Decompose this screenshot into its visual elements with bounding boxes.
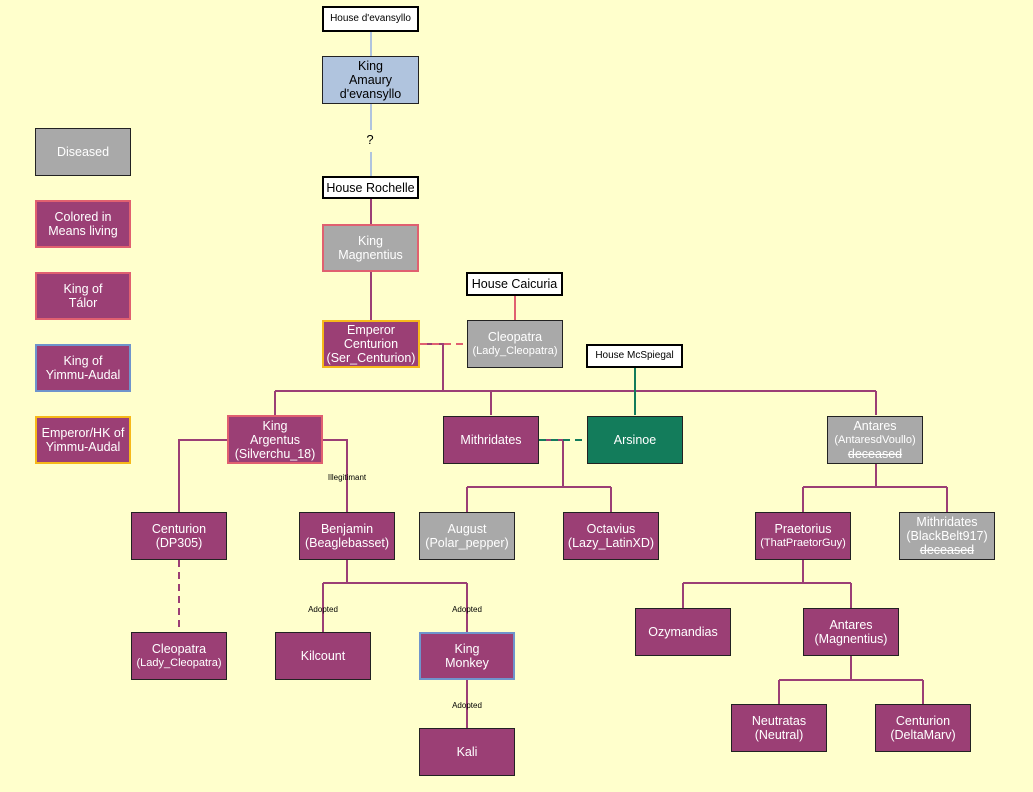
praetorius-line1: Praetorius <box>774 522 832 536</box>
king-argentus-line1: King <box>262 418 288 433</box>
centurion-deltamarv-line1: Centurion <box>895 714 951 728</box>
august-line1: August <box>447 522 487 536</box>
legend-king-yimmu: King of Yimmu-Audal <box>35 344 131 392</box>
legend-king-yimmu-line1: King of <box>63 354 103 368</box>
node-neutratas: Neutratas (Neutral) <box>731 704 827 752</box>
house-devansyllo-text: House d'evansyllo <box>330 13 411 24</box>
emperor-centurion-line2: Centurion <box>343 337 399 351</box>
antares-deceased-line2: (AntaresdVoullo) <box>834 434 916 446</box>
node-king-amaury: King Amaury d'evansyllo <box>322 56 419 104</box>
house-caicuria: House Caicuria <box>466 272 563 296</box>
benjamin-line1: Benjamin <box>320 522 374 536</box>
cleopatra-lady-line1: Cleopatra <box>151 642 207 656</box>
antares-magnentius-line2: (Magnentius) <box>814 632 888 646</box>
node-antares-magnentius: Antares (Magnentius) <box>803 608 899 656</box>
node-ozymandias: Ozymandias <box>635 608 731 656</box>
house-rochelle-text: House Rochelle <box>326 180 415 195</box>
antares-magnentius-line1: Antares <box>829 618 873 632</box>
mithridates-line1: Mithridates <box>460 433 522 447</box>
centurion-deltamarv-line2: (DeltaMarv) <box>890 728 956 742</box>
legend-diseased: Diseased <box>35 128 131 176</box>
octavius-line2: (Lazy_LatinXD) <box>567 536 655 550</box>
house-mcspiegal: House McSpiegal <box>586 344 683 368</box>
kilcount-line1: Kilcount <box>300 649 346 663</box>
adopted-label-kilcount: Adopted <box>308 605 338 614</box>
house-caicuria-text: House Caicuria <box>471 277 558 291</box>
node-king-magnentius: King Magnentius <box>322 224 419 272</box>
legend-living-line1: Colored in <box>54 210 112 224</box>
antares-deceased-line3: deceased <box>847 447 903 461</box>
node-arsinoe: Arsinoe <box>587 416 683 464</box>
legend-living-line2: Means living <box>48 224 118 238</box>
node-cleopatra-caicuria: Cleopatra (Lady_Cleopatra) <box>467 320 563 368</box>
king-argentus-line3: (Silverchu_18) <box>234 446 316 461</box>
node-kali: Kali <box>419 728 515 776</box>
august-line2: (Polar_pepper) <box>425 536 509 550</box>
kali-line1: Kali <box>456 745 478 759</box>
house-devansyllo: House d'evansyllo <box>322 6 419 32</box>
king-monkey-line1: King <box>454 642 480 656</box>
king-amaury-line2: Amaury <box>348 73 393 87</box>
illegitimate-label: Illegitimant <box>327 473 367 482</box>
king-amaury-line3: d'evansyllo <box>339 87 402 101</box>
centurion-dp305-line2: (DP305) <box>155 536 203 550</box>
node-centurion-deltamarv: Centurion (DeltaMarv) <box>875 704 971 752</box>
mithridates-deceased-line2: (BlackBelt917) <box>906 529 988 543</box>
node-kilcount: Kilcount <box>275 632 371 680</box>
arsinoe-line1: Arsinoe <box>613 433 657 447</box>
neutratas-line1: Neutratas <box>751 714 807 728</box>
octavius-line1: Octavius <box>586 522 636 536</box>
adopted-label-monkey: Adopted <box>452 605 482 614</box>
node-mithridates-deceased: Mithridates (BlackBelt917) deceased <box>899 512 995 560</box>
legend-king-talor-line2: Tálor <box>68 296 98 310</box>
legend-emperor-hk-line2: Yimmu-Audal <box>45 440 121 454</box>
node-mithridates: Mithridates <box>443 416 539 464</box>
node-octavius: Octavius (Lazy_LatinXD) <box>563 512 659 560</box>
legend-living: Colored in Means living <box>35 200 131 248</box>
centurion-dp305-line1: Centurion <box>151 522 207 536</box>
legend-emperor-hk: Emperor/HK of Yimmu-Audal <box>35 416 131 464</box>
cleopatra-caicuria-line1: Cleopatra <box>487 330 543 344</box>
cleopatra-lady-line2: (Lady_Cleopatra) <box>136 657 222 669</box>
adopted-label-kali: Adopted <box>452 701 482 710</box>
ozymandias-line1: Ozymandias <box>648 625 718 639</box>
node-cleopatra-lady: Cleopatra (Lady_Cleopatra) <box>131 632 227 680</box>
node-emperor-centurion: Emperor Centurion (Ser_Centurion) <box>322 320 420 368</box>
king-argentus-line2: Argentus <box>249 432 301 447</box>
neutratas-line2: (Neutral) <box>754 728 804 742</box>
antares-deceased-line1: Antares <box>853 419 897 433</box>
king-amaury-line1: King <box>357 59 384 73</box>
king-monkey-line2: Monkey <box>445 656 489 670</box>
node-centurion-dp305: Centurion (DP305) <box>131 512 227 560</box>
king-magnentius-line2: Magnentius <box>338 248 403 262</box>
mithridates-deceased-line3: deceased <box>919 543 975 557</box>
node-king-argentus: King Argentus (Silverchu_18) <box>227 415 323 464</box>
mithridates-deceased-line1: Mithridates <box>916 515 978 529</box>
legend-king-talor-line1: King of <box>63 282 103 296</box>
node-king-monkey: King Monkey <box>419 632 515 680</box>
legend-king-yimmu-line2: Yimmu-Audal <box>45 368 121 382</box>
house-mcspiegal-text: House McSpiegal <box>595 350 674 361</box>
node-benjamin: Benjamin (Beaglebasset) <box>299 512 395 560</box>
node-praetorius: Praetorius (ThatPraetorGuy) <box>755 512 851 560</box>
node-antares-deceased: Antares (AntaresdVoullo) deceased <box>827 416 923 464</box>
emperor-centurion-line1: Emperor <box>347 323 395 337</box>
legend-king-talor: King of Tálor <box>35 272 131 320</box>
legend-emperor-hk-line1: Emperor/HK of <box>41 426 125 440</box>
praetorius-line2: (ThatPraetorGuy) <box>760 537 846 549</box>
emperor-centurion-line3: (Ser_Centurion) <box>326 351 416 365</box>
node-august: August (Polar_pepper) <box>419 512 515 560</box>
house-rochelle: House Rochelle <box>322 176 419 199</box>
cleopatra-caicuria-line2: (Lady_Cleopatra) <box>472 345 558 357</box>
benjamin-line2: (Beaglebasset) <box>304 536 390 550</box>
king-magnentius-line1: King <box>357 234 384 248</box>
legend-diseased-text: Diseased <box>56 145 110 159</box>
unknown-lineage-mark: ? <box>366 132 374 147</box>
